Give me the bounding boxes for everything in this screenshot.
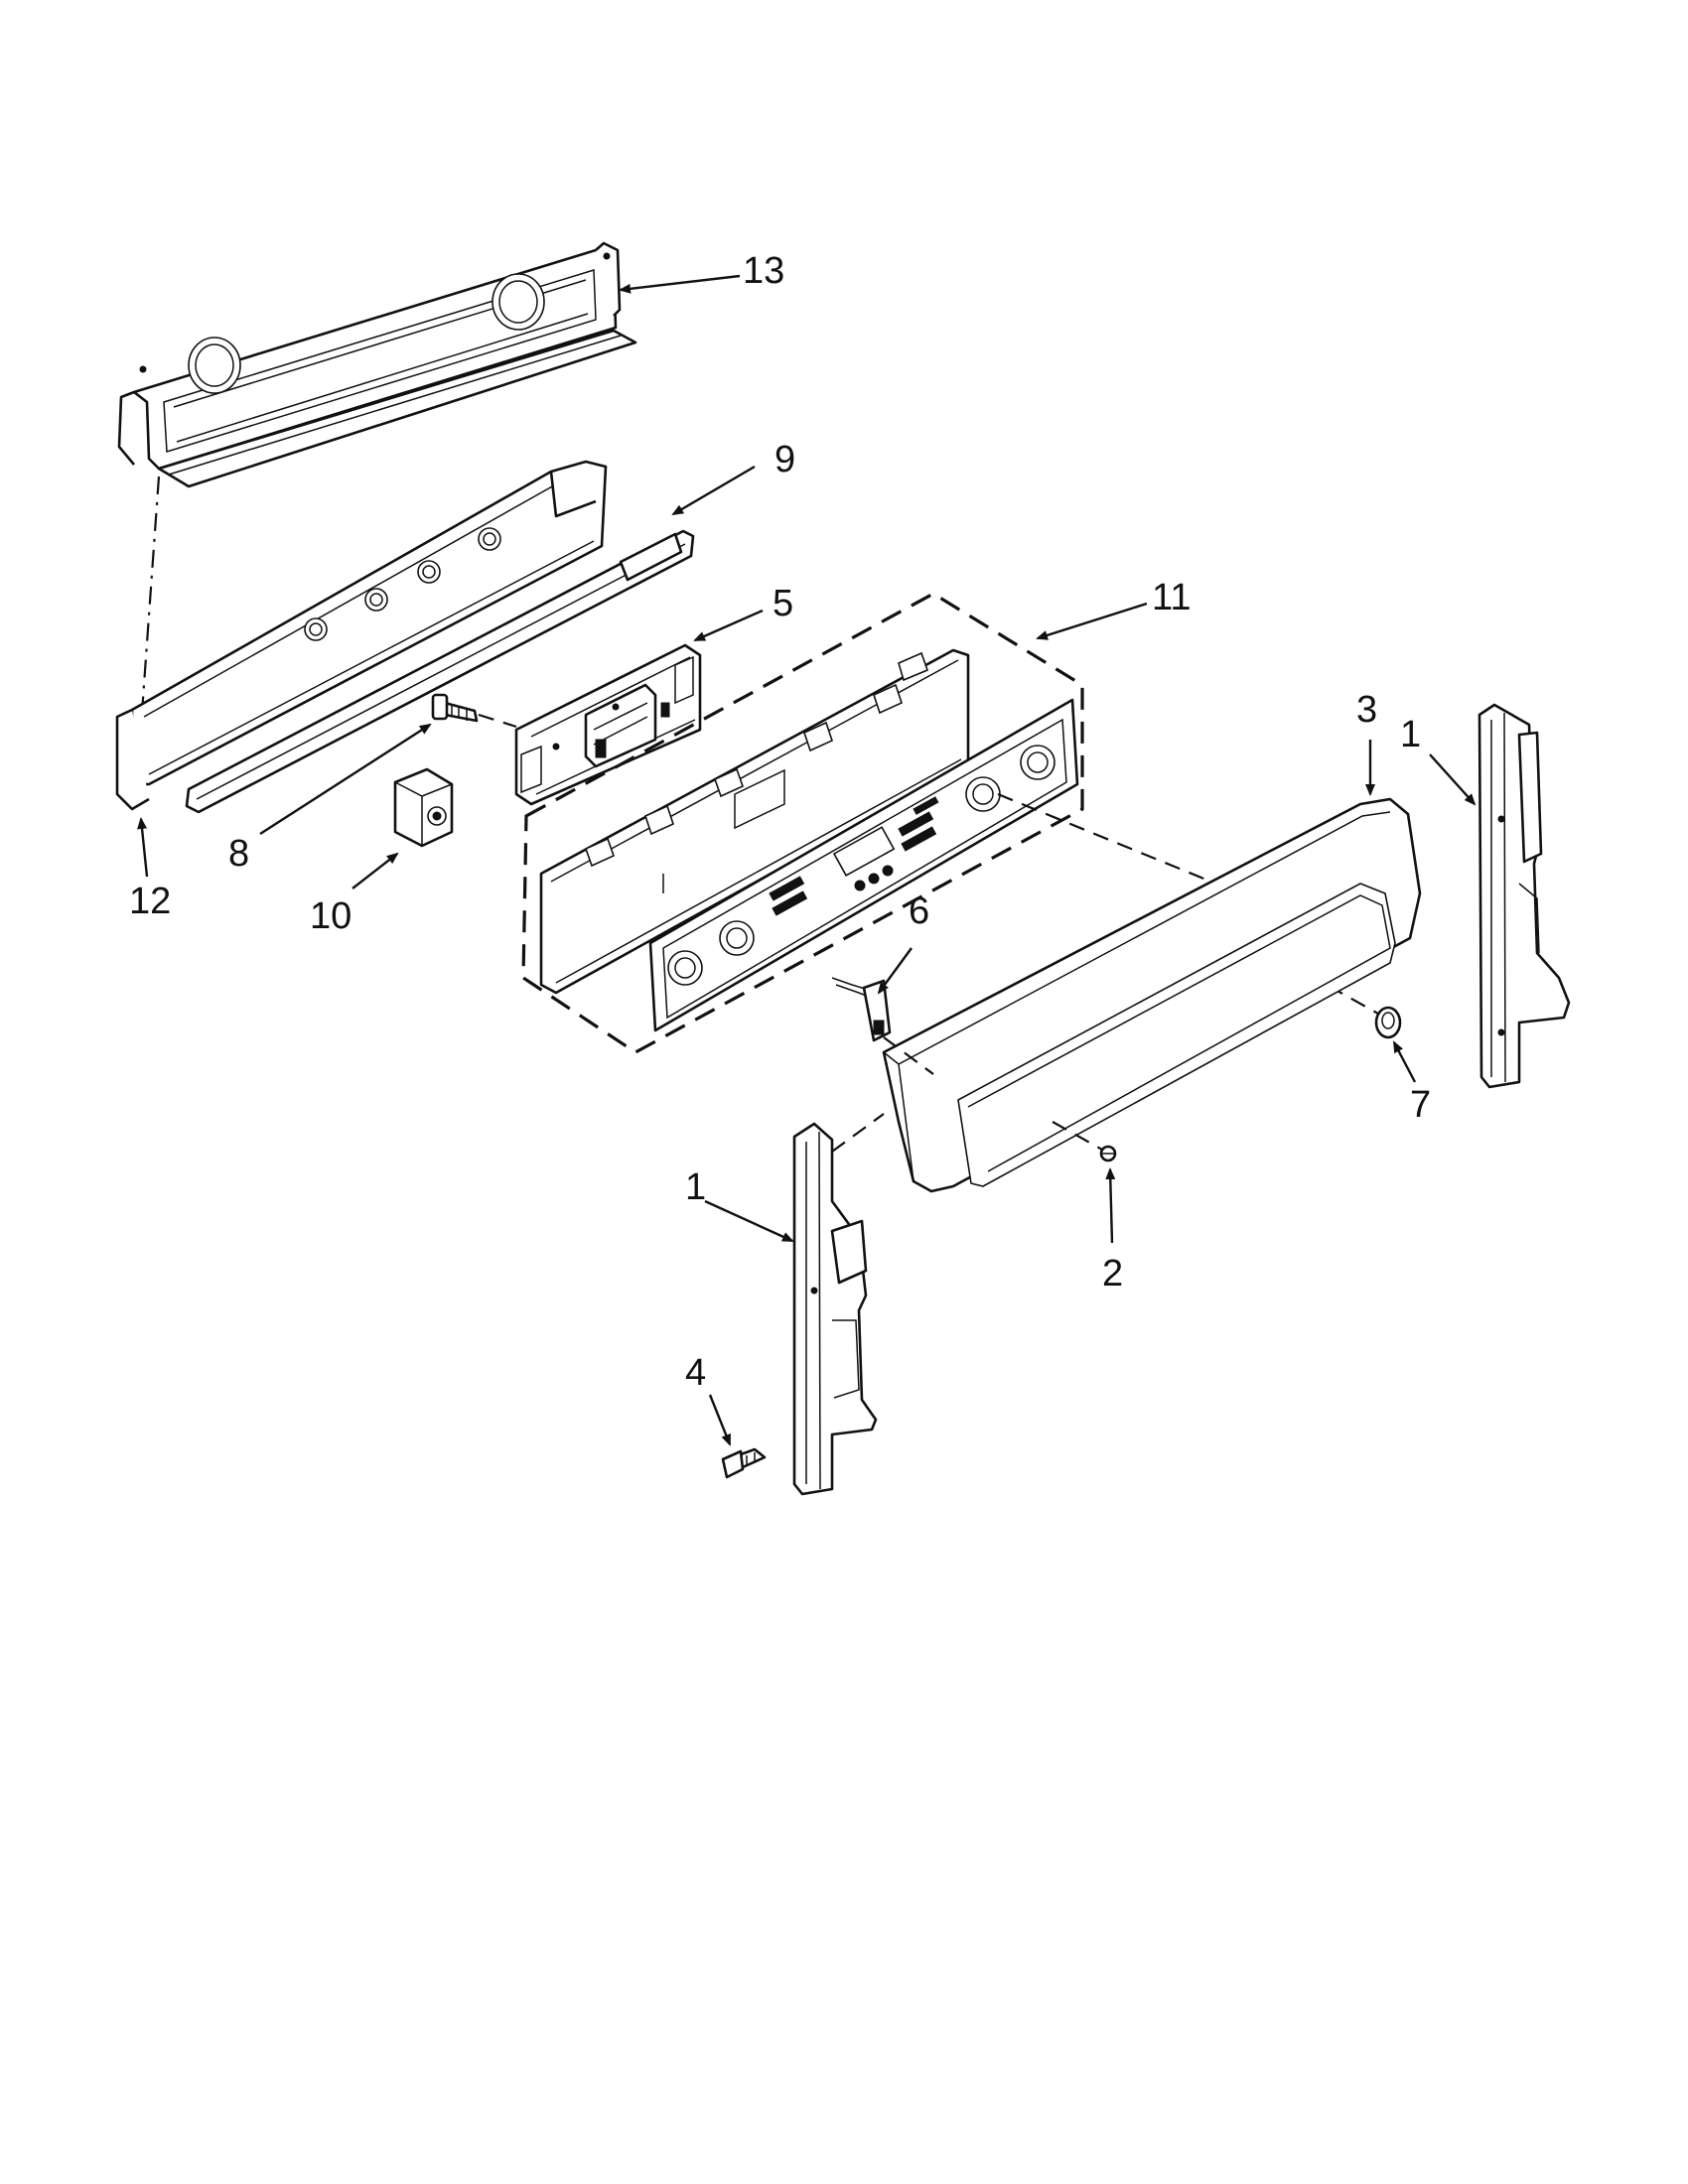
alignment-line	[1260, 947, 1386, 1019]
part-11-control-panel-assembly	[521, 592, 1084, 1054]
callout-6: 6	[909, 890, 929, 932]
part-1-left-side-bracket	[792, 1113, 885, 1496]
assembly-boundary	[521, 592, 1084, 1054]
leader-7	[1392, 1040, 1417, 1083]
leader-1-left	[704, 1199, 794, 1243]
part-6-wire-connector	[831, 977, 934, 1075]
callout-1-right: 1	[1400, 714, 1421, 755]
callout-labels: 13 9 5 11 3 1 8 12 10 6 7 1 2 4	[129, 250, 1431, 1394]
callout-9: 9	[774, 439, 795, 480]
leader-1-right	[1429, 753, 1477, 806]
leader-11	[1036, 602, 1148, 640]
callout-8: 8	[228, 833, 249, 875]
leader-9	[671, 465, 756, 516]
leader-5	[693, 609, 764, 642]
leader-2	[1105, 1167, 1116, 1244]
callout-1-left: 1	[685, 1166, 706, 1208]
part-5-control-board	[514, 643, 702, 806]
callout-7: 7	[1410, 1084, 1431, 1126]
part-1-right-side-bracket	[1477, 703, 1571, 1089]
leader-13	[619, 274, 741, 294]
callout-11: 11	[1152, 577, 1191, 618]
callout-12: 12	[129, 881, 171, 922]
part-8-screw	[431, 693, 517, 729]
callout-4: 4	[685, 1352, 706, 1394]
callout-13: 13	[743, 250, 784, 292]
part-9-trim-strip	[185, 529, 695, 814]
leader-arrows	[137, 274, 1477, 1446]
callout-3: 3	[1356, 689, 1377, 731]
leader-12	[137, 817, 149, 878]
part-12-panel-frame	[115, 460, 608, 811]
leader-6	[877, 947, 913, 995]
callout-10: 10	[310, 895, 352, 937]
part-2-screw	[1052, 1121, 1117, 1162]
callout-5: 5	[773, 583, 793, 624]
leader-10	[352, 852, 399, 889]
part-10-switch	[393, 767, 454, 848]
part-3-backguard-trim	[882, 797, 1422, 1193]
leader-8	[259, 723, 432, 836]
leader-4	[708, 1394, 732, 1446]
part-4-screw	[721, 1447, 767, 1479]
callout-2: 2	[1102, 1253, 1123, 1295]
part-7-knob	[1374, 1006, 1402, 1039]
part-13-rear-shield	[117, 241, 637, 488]
